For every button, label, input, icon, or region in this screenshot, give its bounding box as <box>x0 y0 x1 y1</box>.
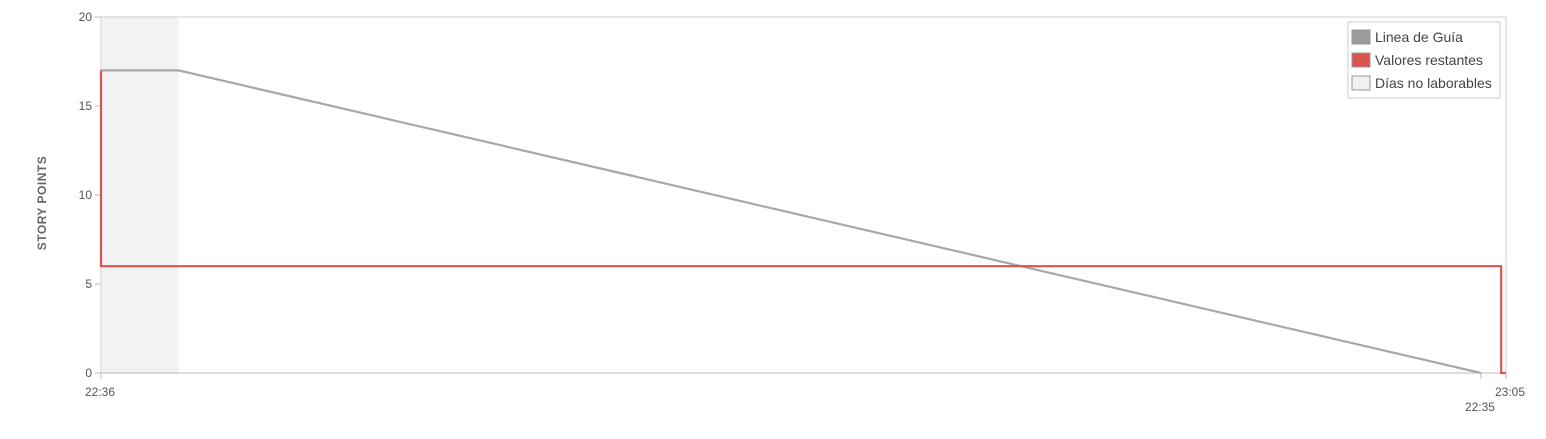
legend-swatch-guide <box>1351 29 1371 45</box>
legend-label: Días no laborables <box>1375 75 1492 91</box>
legend-box <box>1347 21 1501 99</box>
x-tick-label: 22:36 <box>85 385 115 399</box>
y-tick-label: 20 <box>79 10 93 24</box>
y-axis-ticks: 0 5 10 15 20 <box>79 10 101 380</box>
y-tick-label: 0 <box>85 366 92 380</box>
legend-swatch-remaining <box>1351 52 1371 68</box>
x-tick-label: 22:35 <box>1465 400 1495 414</box>
legend-swatch-nonworking <box>1351 75 1371 91</box>
x-tick-label: 23:05 <box>1495 385 1525 399</box>
y-tick-label: 15 <box>79 99 93 113</box>
y-axis-title: STORY POINTS <box>35 156 49 250</box>
y-tick-label: 10 <box>79 188 93 202</box>
remaining-values-series <box>99 70 1506 375</box>
legend-label: Linea de Guía <box>1375 29 1463 45</box>
y-tick-label: 5 <box>85 277 92 291</box>
non-working-band <box>102 17 179 373</box>
legend-label: Valores restantes <box>1375 52 1483 68</box>
series-group <box>99 69 1506 375</box>
guide-line-series <box>101 69 1482 375</box>
